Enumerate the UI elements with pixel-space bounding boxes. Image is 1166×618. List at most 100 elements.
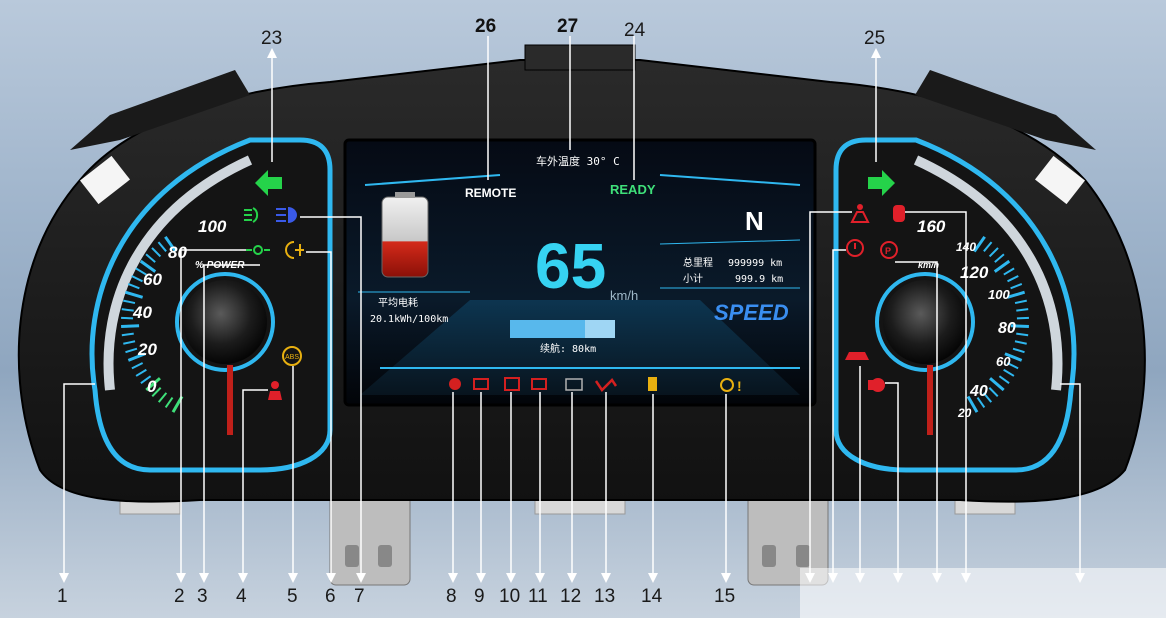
gauge-tick: [140, 375, 152, 384]
callout-15: 15: [714, 586, 735, 607]
door-open-icon: [893, 205, 905, 222]
gauge-tick: [1007, 275, 1019, 283]
gauge-tick: [157, 241, 167, 252]
callout-6: 6: [325, 586, 336, 607]
callout-5: 5: [287, 586, 298, 607]
battery-low-icon: [531, 378, 547, 390]
speed-unit-label: km/h: [918, 260, 940, 270]
odometer-value: 999999 km: [728, 258, 782, 269]
gauge-tick: [125, 347, 138, 354]
callout-2: 2: [174, 586, 185, 607]
callout-10: 10: [499, 586, 520, 607]
gauge-tick: [151, 247, 162, 258]
speed-tick-160: 160: [917, 217, 946, 236]
rear-fog-lamp-icon: [285, 241, 304, 259]
right-turn-arrow-icon: [868, 170, 895, 196]
gauge-tick: [124, 290, 144, 299]
gauge-tick: [998, 375, 1010, 384]
gauge-tick: [135, 267, 147, 276]
gauge-tick: [123, 340, 136, 345]
power-tick-60: 60: [143, 270, 162, 289]
avg-consumption-value: 20.1kWh/100km: [370, 314, 448, 325]
range-label: 续航: 80km: [540, 342, 596, 355]
ess-fault-icon: [449, 378, 461, 390]
speed-unit: km/h: [610, 288, 638, 303]
high-beam-icon: [276, 207, 297, 223]
gauge-tick: [1006, 290, 1026, 299]
airbag-warning-icon: [850, 204, 870, 223]
power-needle: [227, 365, 233, 435]
power-tick-20: 20: [137, 340, 157, 359]
power-gauge: 0 20 40 60 80 100 % POWER: [89, 137, 333, 473]
callout-25: 25: [864, 28, 885, 49]
low-soc-fuel-icon: [648, 377, 657, 391]
gauge-tick: [1003, 267, 1015, 276]
motor-fault-icon: [594, 378, 618, 392]
battery-soc-icon: [381, 196, 429, 278]
gauge-tick: [988, 387, 999, 398]
gauge-tick: [983, 241, 993, 252]
speed-tick-100: 100: [988, 287, 1010, 302]
avg-consumption-label: 平均电耗: [378, 296, 418, 309]
callout-lines: [63, 36, 1081, 575]
gauge-tick: [131, 275, 143, 283]
power-tick-40: 40: [132, 303, 152, 322]
gauge-tick: [1014, 340, 1027, 345]
motor-overheat-icon: [868, 378, 885, 392]
gauge-tick: [994, 253, 1005, 263]
abs-label: ABS: [285, 354, 299, 361]
power-tick-80: 80: [168, 243, 187, 262]
callout-23: 23: [261, 28, 282, 49]
callout-8: 8: [446, 586, 457, 607]
gauge-tick: [135, 368, 147, 377]
gauge-tick: [121, 324, 140, 329]
gauge-tick: [151, 387, 162, 398]
speed-tick-20: 20: [957, 406, 972, 420]
gauge-tick: [127, 352, 146, 362]
outside-temp: 车外温度 30° C: [536, 154, 620, 168]
speed-tick-40: 40: [969, 383, 988, 400]
power-tick-100: 100: [198, 217, 227, 236]
ready-status: READY: [610, 182, 656, 197]
callout-4: 4: [236, 586, 247, 607]
svg-text:P: P: [885, 246, 891, 256]
battery-overheat-icon: [504, 377, 520, 391]
gauge-tick: [164, 396, 174, 408]
eps-fault-icon: [720, 378, 734, 392]
gauge-tick: [1003, 368, 1015, 377]
parking-brake-icon: P: [880, 241, 898, 259]
position-lamp-icon: [246, 245, 270, 255]
brake-warning-icon: [846, 239, 864, 257]
gauge-tick: [1016, 308, 1029, 312]
callout-27: 27: [557, 16, 578, 37]
callout-11: 11: [528, 586, 548, 607]
gauge-tick: [973, 235, 986, 253]
callout-3: 3: [197, 586, 208, 607]
callout-13: 13: [594, 586, 615, 607]
gauge-tick: [993, 259, 1011, 273]
gauge-tick: [1010, 324, 1029, 329]
speed-needle: [927, 365, 933, 435]
trip-value: 999.9 km: [735, 274, 783, 285]
odometer-label: 总里程: [683, 256, 713, 269]
svg-text:!: !: [737, 378, 742, 394]
gauge-tick: [145, 253, 156, 263]
gauge-tick: [121, 308, 134, 312]
gauge-tick: [1014, 299, 1027, 305]
gauge-tick: [1016, 332, 1029, 337]
gauge-tick: [1004, 352, 1023, 362]
brand-logo: SPEED: [714, 300, 789, 325]
speed-tick-120: 120: [960, 263, 989, 282]
gauge-tick: [121, 332, 134, 337]
bottom-callout-numbers: 1 2 3 4 5 6 7 8 9 10 11 12 13 14 15: [57, 586, 735, 607]
gauge-tick: [989, 377, 1005, 392]
battery-fault-icon: [473, 378, 489, 390]
gauge-tick: [139, 259, 157, 273]
speed-tick-60: 60: [996, 354, 1011, 369]
gauge-tick: [145, 377, 161, 392]
left-turn-arrow-icon: [255, 170, 282, 196]
center-lcd: 车外温度 30° C REMOTE READY N 65 km/h 平均电耗 2…: [343, 138, 817, 407]
callout-9: 9: [474, 586, 485, 607]
gauge-tick: [988, 247, 999, 258]
